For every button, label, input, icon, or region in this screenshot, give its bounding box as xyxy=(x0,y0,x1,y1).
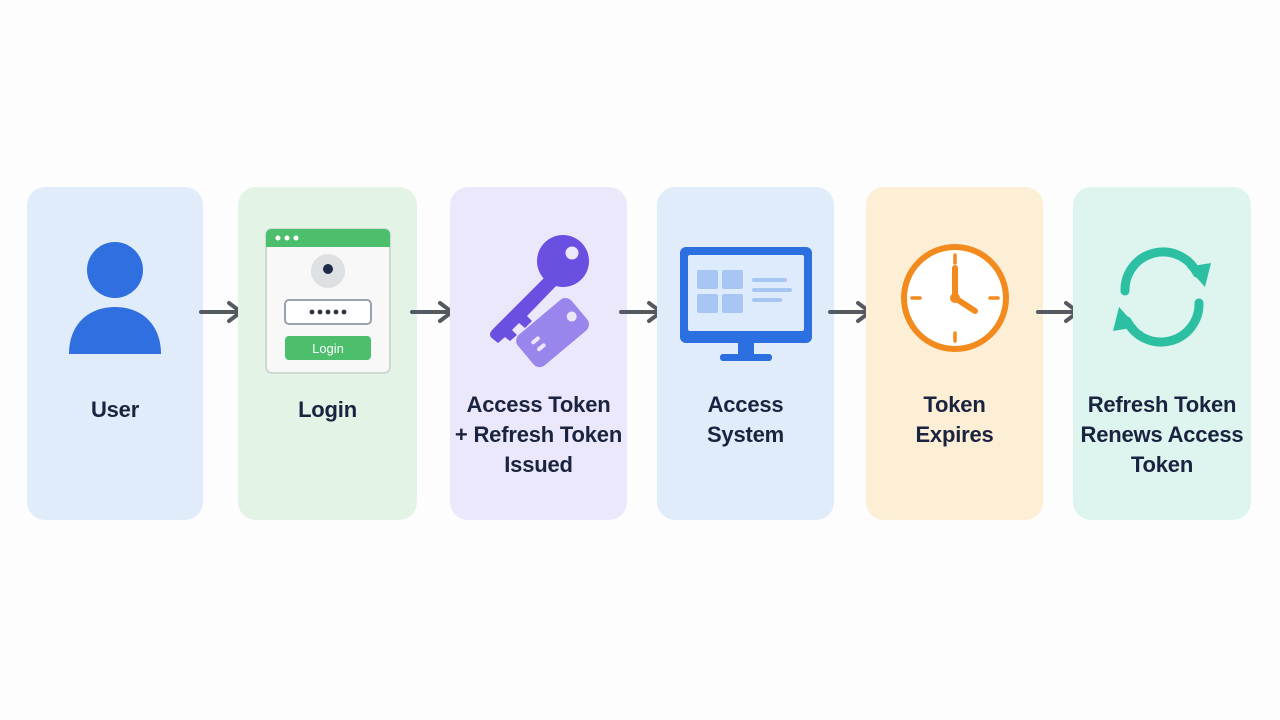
login-window-icon: Login xyxy=(238,227,417,377)
clock-icon xyxy=(866,241,1043,355)
step-label: Refresh Token Renews Access Token xyxy=(1080,392,1244,477)
step-card-login: Login Login xyxy=(238,187,417,520)
login-button-text: Login xyxy=(312,341,344,356)
step-card-refresh-renews: Refresh Token Renews Access Token xyxy=(1073,187,1251,520)
refresh-icon xyxy=(1073,247,1251,347)
step-label: User xyxy=(90,397,140,422)
step-card-token-expires: Token Expires xyxy=(866,187,1043,520)
key-and-tag-icon xyxy=(450,233,627,368)
step-card-access-system: Access System xyxy=(657,187,834,520)
step-label: Access Token + Refresh Token Issued xyxy=(454,392,623,477)
step-label: Token Expires xyxy=(915,392,994,447)
step-card-user: User xyxy=(27,187,203,520)
step-label: Access System xyxy=(706,392,785,447)
step-card-tokens-issued: Access Token + Refresh Token Issued xyxy=(450,187,627,520)
step-label: Login xyxy=(298,397,357,422)
user-icon xyxy=(27,242,203,357)
monitor-icon xyxy=(657,245,834,365)
